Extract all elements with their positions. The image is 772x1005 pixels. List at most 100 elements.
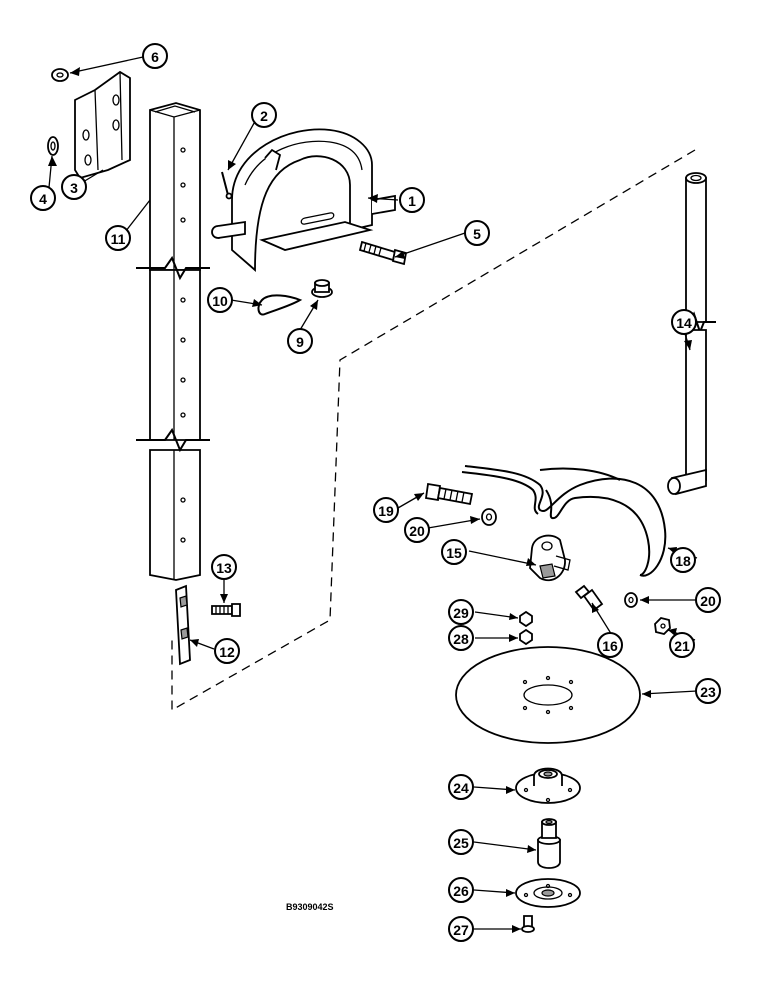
callout-27: 27 (448, 916, 474, 942)
callout-circle (597, 632, 623, 658)
part-13-bolt (211, 603, 241, 617)
callout-label: 18 (675, 553, 691, 569)
callout-23: 23 (695, 678, 721, 704)
callout-3: 3 (61, 174, 87, 200)
part-6-nut (51, 68, 69, 82)
part-3-bracket (74, 70, 131, 180)
callout-label: 16 (602, 638, 618, 654)
part-28-nut (519, 628, 533, 646)
part-25-spindle (537, 818, 561, 869)
callout-circle (464, 220, 490, 246)
part-9-clevis-pin (311, 279, 333, 298)
callout-label: 26 (453, 883, 469, 899)
part-14-rod (667, 172, 716, 496)
callout-16: 16 (597, 632, 623, 658)
callout-26: 26 (448, 877, 474, 903)
part-18-wire-spring (461, 465, 667, 577)
callout-circle (669, 632, 695, 658)
leader-lines (47, 56, 698, 930)
part-20-washer (624, 592, 638, 608)
callout-label: 29 (453, 605, 469, 621)
callout-circle (670, 547, 696, 573)
callout-label: 28 (453, 631, 469, 647)
callout-label: 24 (453, 780, 469, 796)
callout-11: 11 (105, 225, 131, 251)
part-15-clamp (529, 534, 571, 582)
callout-label: 10 (212, 293, 228, 309)
callout-label: 21 (674, 638, 690, 654)
callout-label: 4 (39, 191, 47, 207)
callout-circle (142, 43, 168, 69)
callout-circle (448, 599, 474, 625)
callout-circle (30, 185, 56, 211)
callout-label: 15 (446, 545, 462, 561)
callout-circle (105, 225, 131, 251)
callout-label: 11 (111, 231, 126, 247)
part-23-disc (455, 646, 641, 744)
callout-label: 1 (408, 193, 416, 209)
callout-label: 13 (216, 560, 232, 576)
callout-10: 10 (207, 287, 233, 313)
callout-15: 15 (441, 539, 467, 565)
callout-circle (399, 187, 425, 213)
callout-28: 28 (448, 625, 474, 651)
callout-label: 27 (453, 922, 469, 938)
callout-circle (448, 877, 474, 903)
part-24-hub (515, 767, 581, 804)
callout-label: 23 (700, 684, 716, 700)
part-26-flange (515, 878, 581, 908)
callout-19: 19 (373, 497, 399, 523)
callout-label: 5 (473, 226, 481, 242)
callout-label: 9 (296, 334, 304, 350)
callout-12: 12 (214, 638, 240, 664)
callout-29: 29 (448, 599, 474, 625)
part-10-hair-pin (257, 294, 303, 316)
callout-20: 20 (695, 587, 721, 613)
callout-label: 25 (453, 835, 469, 851)
callout-9: 9 (287, 328, 313, 354)
part-27-screw (521, 915, 535, 933)
drawing-code: B9309042S (286, 902, 334, 912)
callout-circle (251, 102, 277, 128)
callout-label: 6 (151, 49, 159, 65)
callout-6: 6 (142, 43, 168, 69)
callout-label: 12 (219, 644, 235, 660)
callout-18: 18 (670, 547, 696, 573)
callout-21: 21 (669, 632, 695, 658)
callout-20: 20 (404, 517, 430, 543)
callout-label: 2 (260, 108, 268, 124)
callout-24: 24 (448, 774, 474, 800)
part-19-bolt (424, 482, 474, 506)
callout-group: 1234569101112131415161819202021232425262… (30, 43, 721, 942)
callout-circle (448, 916, 474, 942)
callout-circle (441, 539, 467, 565)
callout-circle (211, 554, 237, 580)
part-2-pin (221, 171, 233, 200)
callout-14: 14 (671, 309, 697, 335)
part-4-washer (47, 136, 59, 156)
part-12-bracket (175, 584, 191, 666)
callout-2: 2 (251, 102, 277, 128)
callout-circle (671, 309, 697, 335)
callout-label: 20 (409, 523, 425, 539)
assembly-dash-line (171, 149, 696, 712)
callout-4: 4 (30, 185, 56, 211)
callout-circle (61, 174, 87, 200)
callout-circle (404, 517, 430, 543)
callout-circle (207, 287, 233, 313)
callout-label: 3 (70, 180, 78, 196)
callout-1: 1 (399, 187, 425, 213)
callout-25: 25 (448, 829, 474, 855)
part-16-bolt (574, 584, 604, 612)
callout-circle (695, 587, 721, 613)
callout-circle (448, 774, 474, 800)
callout-13: 13 (211, 554, 237, 580)
callout-circle (448, 829, 474, 855)
part-21-nut (654, 617, 671, 635)
callout-label: 14 (676, 315, 692, 331)
callout-5: 5 (464, 220, 490, 246)
part-5-bolt (358, 240, 408, 266)
callout-circle (373, 497, 399, 523)
